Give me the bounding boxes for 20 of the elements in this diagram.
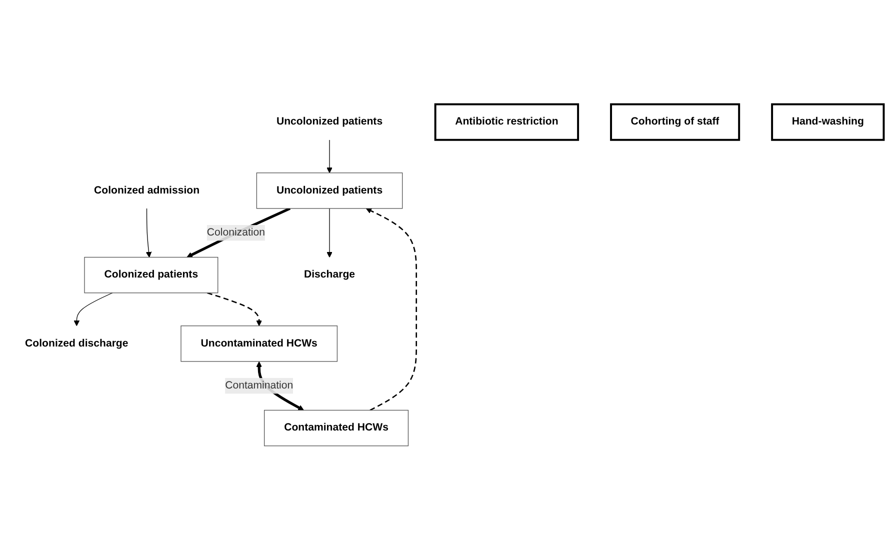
node-text: Discharge [304, 269, 356, 280]
node-box: Cohorting of staff [610, 103, 740, 141]
node-box: Hand-washing [771, 103, 885, 141]
arrow [366, 208, 418, 411]
node-box: Contaminated HCWs [264, 410, 409, 446]
node-box: Uncolonized patients [256, 172, 403, 209]
arrow [326, 139, 332, 174]
node-box: Antibiotic restriction [434, 103, 580, 141]
node-text: Uncolonized patients [276, 116, 383, 128]
arrow [146, 208, 152, 258]
node-text: Colonized admission [94, 184, 200, 196]
node-box: Uncontaminated HCWs [180, 325, 338, 362]
arrow [326, 208, 332, 258]
arrow [207, 292, 262, 326]
node-text: Colonized discharge [25, 338, 128, 349]
edge-label: Colonization [206, 226, 265, 238]
arrow [74, 292, 113, 326]
edge-label: Contamination [225, 380, 294, 392]
arrow [186, 207, 291, 258]
node-box: Colonized patients [84, 256, 218, 294]
